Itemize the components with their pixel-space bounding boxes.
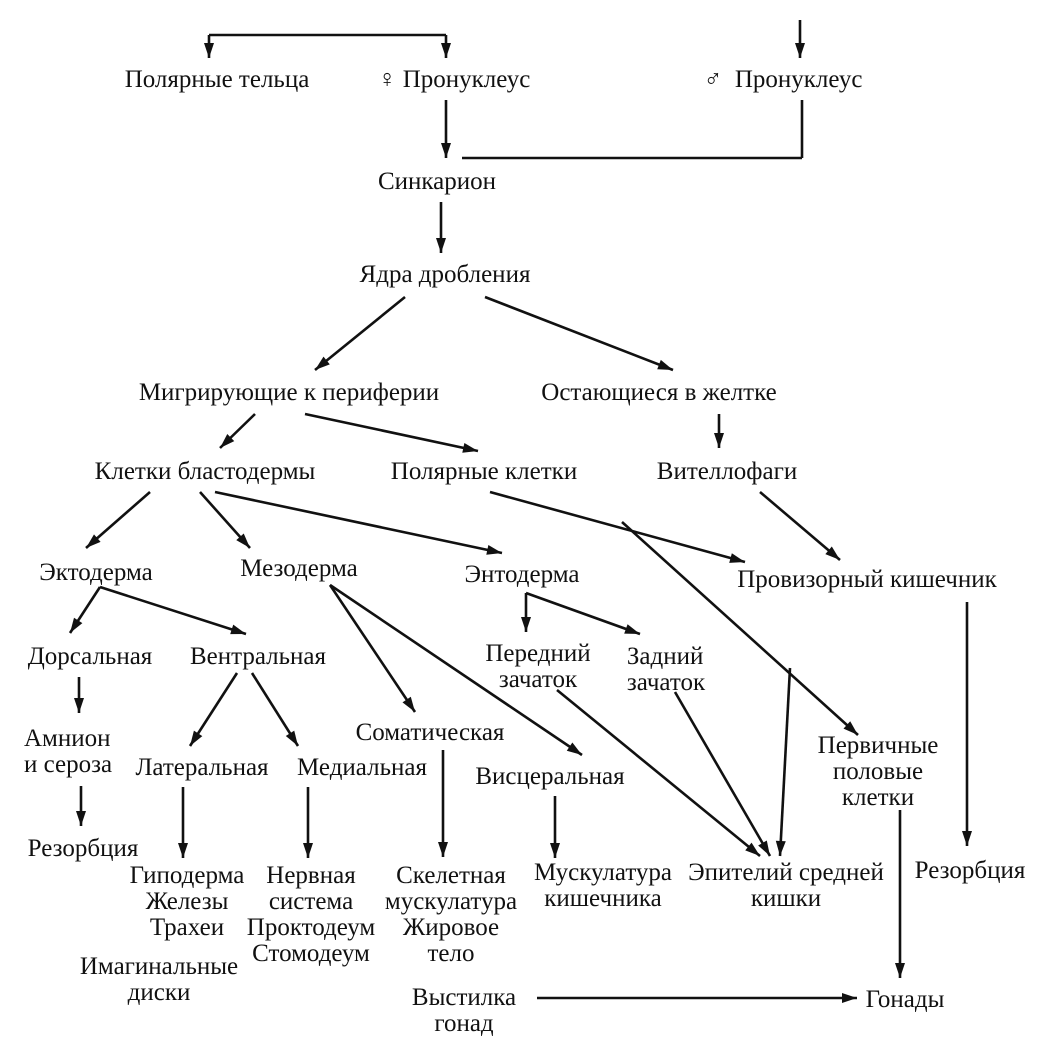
node-ventral: Вентральная <box>189 643 327 670</box>
node-lateral: Латеральная <box>135 754 269 781</box>
arrowhead <box>436 238 446 253</box>
arrowhead <box>74 698 84 713</box>
node-visceral: Висцеральная <box>475 763 625 790</box>
arrowhead <box>566 742 582 755</box>
arrowhead <box>230 624 246 635</box>
arrowhead <box>795 43 805 58</box>
node-dorsal: Дорсальная <box>27 643 153 670</box>
arrow-23 <box>329 583 583 757</box>
arrowhead <box>745 842 760 856</box>
arrowhead <box>285 730 298 746</box>
node-female-pronucleus: ♀ Пронуклеус <box>377 66 531 93</box>
arrowhead <box>550 843 560 858</box>
node-somatic: Соматическая <box>355 719 505 746</box>
arrowhead <box>657 359 673 370</box>
arrowhead <box>729 553 745 563</box>
arrowhead <box>895 963 905 978</box>
node-skeletal-muscles: Скелетная мускулатура Жировое тело <box>384 862 518 967</box>
arrowhead <box>70 617 83 633</box>
node-gonad-lining: Выстилка гонад <box>411 984 517 1037</box>
node-amnion-serosa: Амнион и сероза <box>23 725 113 778</box>
node-medial: Медиальная <box>297 754 427 781</box>
arrowhead <box>775 840 786 856</box>
node-nervous-system: Нервная система Проктодеум Стомодеум <box>246 862 376 967</box>
arrow-18 <box>759 491 841 561</box>
arrowhead <box>220 433 235 448</box>
node-gut-muscles: Мускулатура кишечника <box>533 859 673 912</box>
node-resorption-right: Резорбция <box>914 857 1026 884</box>
node-polar-bodies: Полярные тельца <box>124 66 310 93</box>
node-posterior-rudiment: Задний зачаток <box>626 643 706 696</box>
arrow-35 <box>673 691 772 857</box>
node-cleavage-nuclei: Ядра дробления <box>359 261 531 288</box>
arrowhead <box>236 533 250 548</box>
arrowhead <box>842 993 857 1003</box>
node-midgut-epithelium: Эпителий средней кишки <box>688 859 884 912</box>
arrowhead <box>178 843 188 858</box>
arrowhead <box>76 811 86 826</box>
arrowhead <box>441 43 451 58</box>
arrowhead <box>962 831 972 846</box>
node-anterior-rudiment: Передний зачаток <box>485 640 591 693</box>
arrowhead <box>204 43 214 58</box>
arrowhead <box>438 842 448 857</box>
arrow-9 <box>314 295 406 372</box>
arrowhead <box>402 696 415 712</box>
node-pole-cells: Полярные клетки <box>390 458 578 485</box>
arrow-36 <box>778 667 792 857</box>
arrowhead <box>624 624 640 634</box>
arrowhead <box>441 143 451 158</box>
arrow-19 <box>621 521 859 736</box>
arrowhead <box>714 433 724 448</box>
arrow-10 <box>484 295 674 372</box>
arrowhead <box>521 617 531 632</box>
node-primordial-germ-cells: Первичные половые клетки <box>817 732 939 811</box>
arrowhead <box>86 534 101 548</box>
node-migrating: Мигрирующие к периферии <box>138 379 440 406</box>
node-blastoderm: Клетки бластодермы <box>94 458 316 485</box>
arrowhead <box>486 544 502 555</box>
node-remaining: Остающиеся в желтке <box>541 379 777 406</box>
node-hypoderm: Гиподерма Железы Трахеи <box>129 862 245 941</box>
arrowhead <box>303 843 313 858</box>
node-mesoderm: Мезодерма <box>240 555 358 582</box>
arrowhead <box>190 730 203 746</box>
arrow-16 <box>214 490 503 555</box>
node-synkaryon: Синкарион <box>377 168 497 195</box>
node-vitellophages: Вителлофаги <box>656 458 798 485</box>
arrowhead <box>315 356 330 370</box>
node-resorption-left: Резорбция <box>27 835 139 862</box>
node-imaginal-discs: Имагинальные диски <box>79 953 239 1006</box>
arrowhead <box>758 840 770 856</box>
arrow-21 <box>99 585 247 636</box>
node-provisional-gut: Провизорный кишечник <box>737 566 997 593</box>
node-male-pronucleus: ♂ Пронуклеус <box>703 66 863 93</box>
arrow-34 <box>556 688 761 858</box>
arrowhead <box>462 442 478 453</box>
arrowhead <box>825 546 840 560</box>
arrowhead <box>843 721 858 735</box>
arrow-25 <box>525 591 641 636</box>
arrow-22 <box>328 584 417 713</box>
arrow-12 <box>304 412 479 453</box>
node-ectoderm: Эктодерма <box>39 559 153 586</box>
node-gonads: Гонады <box>865 986 945 1013</box>
node-endoderm: Энтодерма <box>464 561 580 588</box>
arrow-17 <box>489 490 746 564</box>
